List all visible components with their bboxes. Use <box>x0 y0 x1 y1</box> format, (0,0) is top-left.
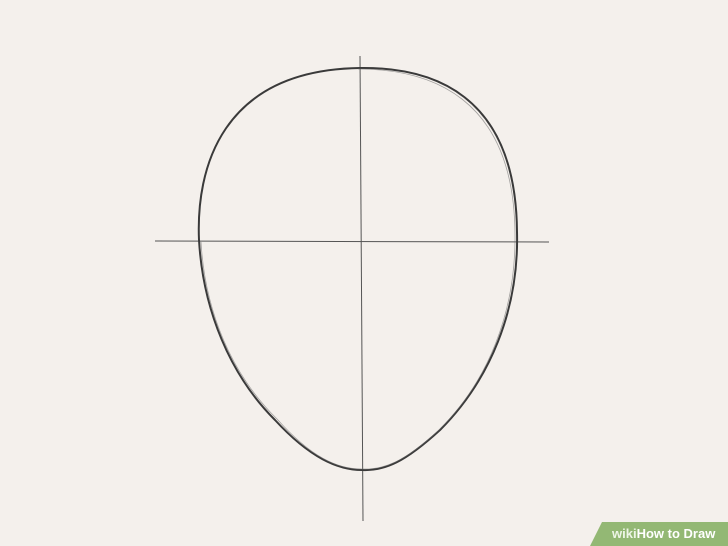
watermark-brand: How <box>636 526 665 541</box>
head-outline <box>197 66 519 472</box>
watermark-suffix: to Draw <box>664 526 716 541</box>
horizontal-guide-line <box>154 240 550 243</box>
watermark-prefix: wiki <box>612 526 637 541</box>
wikihow-watermark: wikiHow to Draw <box>590 522 728 546</box>
vertical-guide-line <box>359 55 364 522</box>
head-outline-overstroke <box>200 68 516 470</box>
